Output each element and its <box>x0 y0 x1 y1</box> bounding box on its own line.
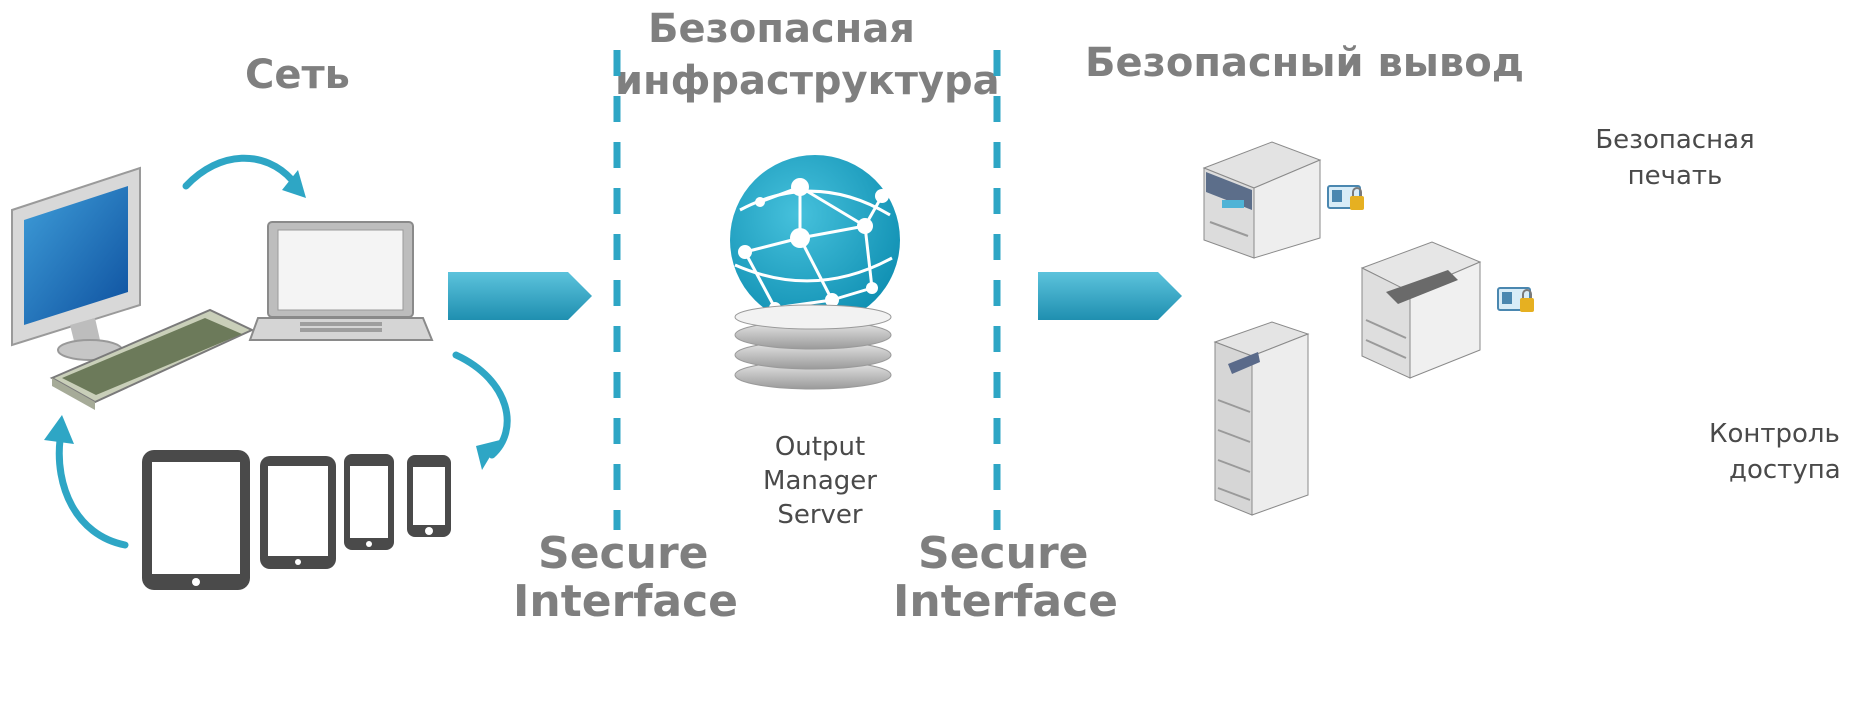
laptop-icon <box>248 221 434 341</box>
server-label-line1: Output <box>774 432 866 462</box>
left-interface-label-line2: Interface <box>513 576 739 627</box>
arrow-laptop-to-tablets <box>452 351 511 459</box>
server-stack-icon <box>734 304 892 390</box>
secure-print-label-line2: печать <box>1627 161 1723 191</box>
globe-network-icon <box>730 155 900 325</box>
right-interface-label-line2: Interface <box>893 576 1119 627</box>
server-label-line3: Server <box>777 500 863 530</box>
left-interface-label-line1: Secure <box>538 528 709 579</box>
right-interface-label-line1: Secure <box>918 528 1089 579</box>
arrow-tablets-to-desktop <box>55 436 129 549</box>
arrow-desktop-to-laptop <box>182 154 296 190</box>
tablet-icon <box>142 450 250 590</box>
access-control-label: Контроль доступа <box>1685 416 1859 488</box>
phone-large-icon <box>344 454 394 550</box>
flow-arrow-left <box>448 272 592 320</box>
id-card-lock-icon <box>1327 185 1364 210</box>
infrastructure-heading-line2: инфраструктура <box>615 58 1000 104</box>
server-label: Output Manager Server <box>740 430 900 532</box>
desktop-computer-icon <box>11 166 255 410</box>
mfp-printer-icon <box>1360 241 1482 379</box>
printer-icon <box>1202 141 1322 259</box>
arrowhead-2 <box>476 440 500 470</box>
output-heading: Безопасный вывод <box>1085 40 1525 86</box>
cycle-arrows <box>55 154 511 549</box>
large-mfp-icon <box>1213 321 1310 516</box>
access-control-label-line1: Контроль <box>1709 419 1840 449</box>
network-heading: Сеть <box>245 52 350 98</box>
server-label-line2: Manager <box>763 466 877 496</box>
phone-icon <box>407 455 451 537</box>
arrowhead-3 <box>44 415 74 444</box>
secure-print-label-line1: Безопасная <box>1595 125 1755 155</box>
id-card-lock-icon <box>1497 287 1534 312</box>
flow-arrow-right <box>1038 272 1182 320</box>
secure-print-label: Безопасная печать <box>1560 122 1790 194</box>
access-control-label-line2: доступа <box>1729 455 1841 485</box>
small-tablet-icon <box>260 456 336 569</box>
infrastructure-heading-line1: Безопасная <box>648 6 915 52</box>
arrowhead-1 <box>282 170 306 198</box>
